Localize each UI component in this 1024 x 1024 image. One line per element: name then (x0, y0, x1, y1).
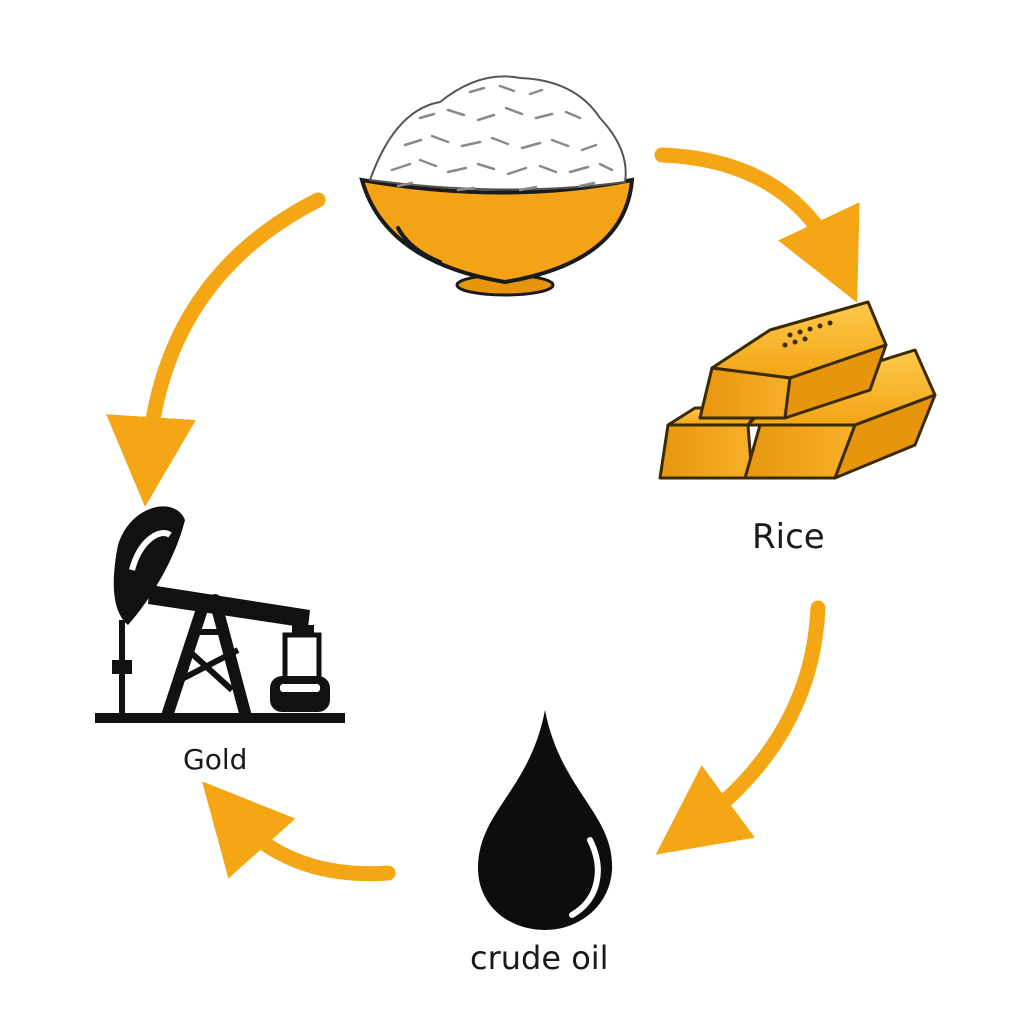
arrow-bowl-to-pumpjack (106, 192, 326, 507)
oil-pumpjack-icon (95, 506, 345, 723)
gold-bars-icon (658, 300, 937, 480)
arrow-bowl-to-gold-bars (654, 147, 860, 303)
label-rice: Rice (752, 517, 825, 557)
arrow-rice-to-oil (655, 600, 826, 855)
arrow-oil-to-gold (202, 781, 396, 882)
rice-bowl-icon (359, 75, 635, 297)
label-crude-oil: crude oil (470, 939, 609, 977)
label-gold: Gold (183, 743, 248, 776)
oil-drop-icon (478, 710, 613, 930)
